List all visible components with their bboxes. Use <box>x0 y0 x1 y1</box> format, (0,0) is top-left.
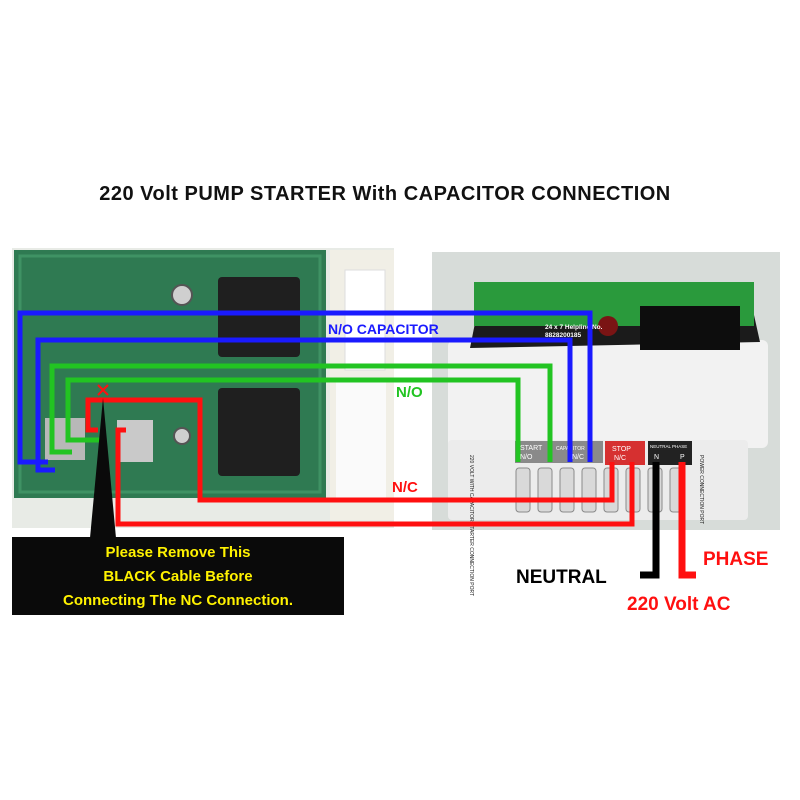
note-line-3: Connecting The NC Connection. <box>63 592 293 609</box>
note-line-1: Please Remove This <box>105 544 251 561</box>
svg-text:P: P <box>680 454 685 461</box>
start-terminal-label <box>515 441 603 463</box>
right-device-photo: 24 x 7 Helpline No. 8828200185 START N/O… <box>432 252 780 596</box>
note-line-2: BLACK Cable Before <box>103 568 253 585</box>
svg-text:N/C: N/C <box>572 454 584 461</box>
svg-text:STOP: STOP <box>612 446 631 453</box>
green-wire-no-inner <box>65 377 521 462</box>
contactor-top <box>218 277 300 357</box>
warning-note: Please Remove This BLACK Cable Before Co… <box>12 537 344 615</box>
label-supply: 220 Volt AC <box>627 594 731 615</box>
push-button-block-2 <box>117 420 153 462</box>
diagram-title: 220 Volt PUMP STARTER With CAPACITOR CON… <box>99 183 671 205</box>
red-wire-nc <box>85 397 615 503</box>
blue-wire-outer <box>17 310 593 465</box>
arrow-up-icon <box>90 398 116 538</box>
helpline-text: 24 x 7 Helpline No. <box>545 324 603 331</box>
label-nc: N/C <box>392 479 418 496</box>
starter-box <box>448 340 768 448</box>
label-phase: PHASE <box>703 549 768 570</box>
phase-wire <box>678 462 696 579</box>
label-no: N/O <box>396 384 423 401</box>
left-panel-photo <box>12 248 394 528</box>
power-terminal-label <box>648 441 692 465</box>
svg-text:NEUTRAL: NEUTRAL <box>650 444 672 449</box>
green-wire-no <box>49 363 553 462</box>
neutral-wire <box>640 462 660 579</box>
svg-text:PHASE: PHASE <box>672 444 687 449</box>
svg-text:N/C: N/C <box>614 455 626 462</box>
label-neutral: NEUTRAL <box>516 567 607 588</box>
blue-wire-inner <box>35 337 573 473</box>
contactor-bottom <box>218 388 300 476</box>
svg-text:N/O: N/O <box>520 454 533 461</box>
svg-text:START: START <box>520 445 543 452</box>
label-no-capacitor: N/O CAPACITOR <box>328 321 439 337</box>
cross-mark-icon <box>97 384 109 396</box>
stop-terminal-label <box>605 441 645 465</box>
power-port-label: POWER CONNECTION PORT <box>698 455 704 524</box>
red-wire-nc-inner <box>115 427 635 527</box>
svg-text:N: N <box>654 454 659 461</box>
helpline-number: 8828200185 <box>545 332 582 339</box>
wires <box>17 310 696 579</box>
